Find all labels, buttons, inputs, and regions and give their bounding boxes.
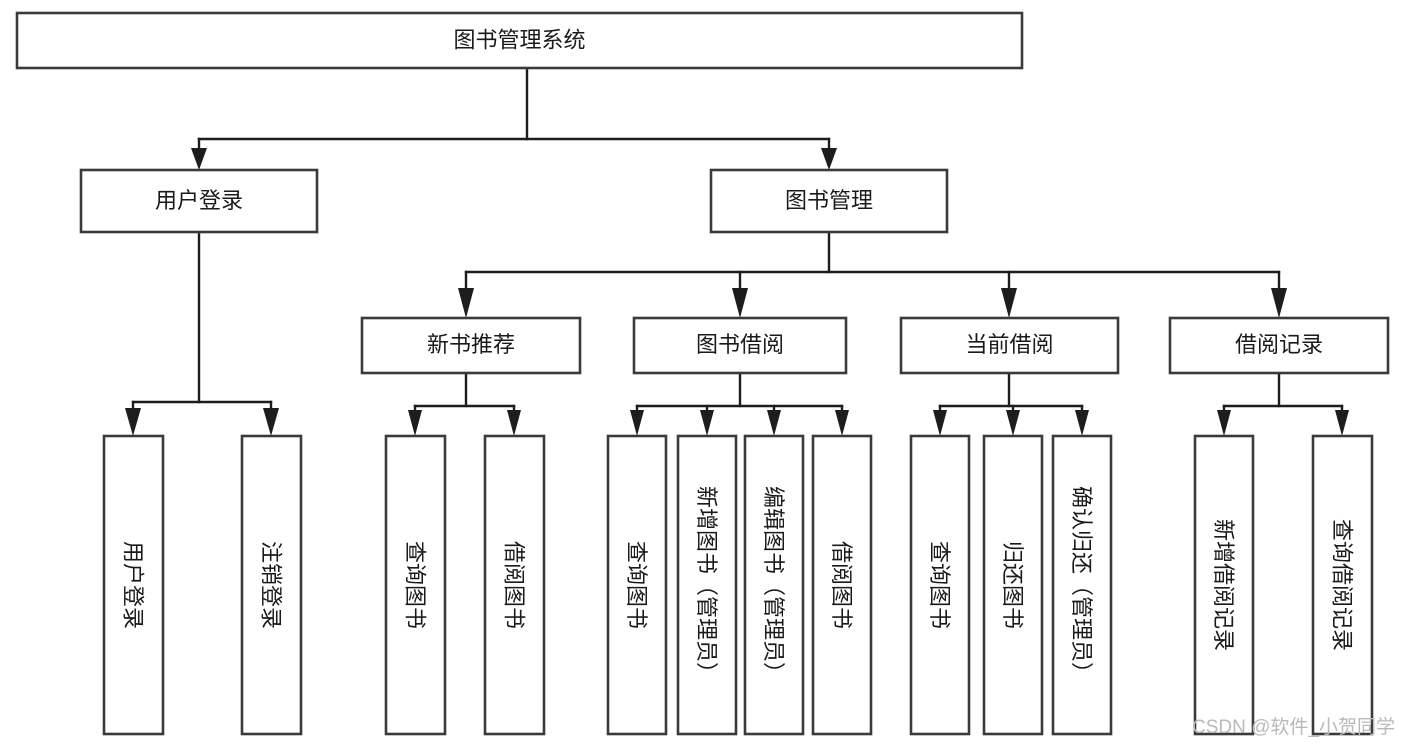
node-leaf-edit-book[interactable]: 编辑图书（管理员） xyxy=(743,434,805,736)
node-leaf-add-record[interactable]: 新增借阅记录 xyxy=(1193,434,1255,736)
node-leaf-borrow-book-label: 借阅图书 xyxy=(829,541,854,629)
node-leaf-query-book-rec-box[interactable] xyxy=(384,434,447,736)
node-current-borrow-box[interactable] xyxy=(899,316,1120,375)
node-leaf-borrow-book-box[interactable] xyxy=(811,434,873,736)
arrow-head-book-manage xyxy=(821,148,837,170)
node-root-box[interactable] xyxy=(15,11,1024,70)
node-leaf-return-book-label: 归还图书 xyxy=(1000,541,1025,629)
node-leaf-query-record-box[interactable] xyxy=(1311,434,1374,736)
node-leaf-add-book[interactable]: 新增图书（管理员） xyxy=(676,434,738,736)
node-leaf-confirm-return-box[interactable] xyxy=(1051,434,1113,736)
node-user-login[interactable]: 用户登录 xyxy=(79,168,319,234)
node-leaf-query-book-borrow-box[interactable] xyxy=(606,434,668,736)
csdn-watermark: CSDN @软件_小贺同学 xyxy=(1192,716,1395,738)
node-book-borrow-box[interactable] xyxy=(632,316,848,375)
arrow-head-leaf-query-book-cur xyxy=(933,410,947,436)
arrow-head-borrow-record xyxy=(1271,288,1287,318)
arrow-head-leaf-query-book-borrow xyxy=(630,410,644,436)
node-borrow-record[interactable]: 借阅记录 xyxy=(1168,316,1390,375)
node-leaf-borrow-book[interactable]: 借阅图书 xyxy=(811,434,873,736)
node-new-book-rec-box[interactable] xyxy=(360,316,582,375)
node-leaf-add-record-label: 新增借阅记录 xyxy=(1211,519,1236,651)
node-leaf-query-book-cur-label: 查询图书 xyxy=(927,541,952,629)
node-leaf-query-record-label: 查询借阅记录 xyxy=(1330,519,1355,651)
node-book-manage-box[interactable] xyxy=(709,168,949,234)
connector-group-current-borrow xyxy=(933,371,1089,436)
node-leaf-return-book[interactable]: 归还图书 xyxy=(982,434,1044,736)
arrow-head-user-login xyxy=(191,148,207,170)
node-root[interactable]: 图书管理系统 xyxy=(15,11,1024,70)
node-leaf-add-book-box[interactable] xyxy=(676,434,738,736)
arrow-head-leaf-query-book-rec xyxy=(408,410,422,436)
arrow-head-current-borrow xyxy=(1001,288,1017,318)
node-leaf-query-book-rec-label: 查询图书 xyxy=(403,541,428,629)
node-book-manage[interactable]: 图书管理 xyxy=(709,168,949,234)
arrow-head-leaf-logout xyxy=(263,408,279,436)
node-borrow-record-label: 借阅记录 xyxy=(1235,332,1323,357)
node-book-borrow[interactable]: 图书借阅 xyxy=(632,316,848,375)
node-borrow-record-box[interactable] xyxy=(1168,316,1390,375)
node-leaf-logout-box[interactable] xyxy=(240,434,303,736)
node-leaf-query-book-cur-box[interactable] xyxy=(909,434,971,736)
node-leaf-query-book-borrow-label: 查询图书 xyxy=(624,541,649,629)
connector-group-root xyxy=(191,66,837,170)
node-leaf-query-book-borrow[interactable]: 查询图书 xyxy=(606,434,668,736)
node-book-borrow-label: 图书借阅 xyxy=(696,332,784,357)
arrow-head-leaf-edit-book xyxy=(767,410,781,436)
node-user-login-label: 用户登录 xyxy=(155,188,243,213)
node-leaf-add-record-box[interactable] xyxy=(1193,434,1255,736)
connector-group-new-book-rec xyxy=(408,371,521,436)
connector-group-book-manage xyxy=(458,230,1287,318)
arrow-head-book-borrow xyxy=(732,288,748,318)
node-leaf-borrow-book-rec-box[interactable] xyxy=(483,434,546,736)
node-leaf-borrow-book-rec-label: 借阅图书 xyxy=(502,541,527,629)
node-leaf-query-record[interactable]: 查询借阅记录 xyxy=(1311,434,1374,736)
node-current-borrow[interactable]: 当前借阅 xyxy=(899,316,1120,375)
connector-group-book-borrow xyxy=(630,371,849,436)
node-leaf-add-book-label: 新增图书（管理员） xyxy=(694,486,719,684)
node-leaf-logout-label: 注销登录 xyxy=(259,541,284,629)
arrow-head-leaf-user-login xyxy=(125,408,141,436)
node-leaf-return-book-box[interactable] xyxy=(982,434,1044,736)
arrow-head-new-book-rec xyxy=(458,288,474,318)
arrow-head-leaf-add-book xyxy=(700,410,714,436)
arrow-head-leaf-confirm-return xyxy=(1075,410,1089,436)
node-leaf-edit-book-box[interactable] xyxy=(743,434,805,736)
node-leaf-logout[interactable]: 注销登录 xyxy=(240,434,303,736)
arrow-head-leaf-borrow-book xyxy=(835,410,849,436)
node-leaf-query-book-rec[interactable]: 查询图书 xyxy=(384,434,447,736)
node-leaf-confirm-return-label: 确认归还（管理员） xyxy=(1069,486,1094,684)
arrow-head-leaf-query-record xyxy=(1335,410,1349,436)
arrow-head-leaf-return-book xyxy=(1006,410,1020,436)
node-leaf-user-login[interactable]: 用户登录 xyxy=(102,434,165,736)
node-current-borrow-label: 当前借阅 xyxy=(965,332,1053,357)
node-root-label: 图书管理系统 xyxy=(453,27,585,52)
node-book-manage-label: 图书管理 xyxy=(785,188,873,213)
node-leaf-edit-book-label: 编辑图书（管理员） xyxy=(761,486,786,684)
node-leaf-user-login-box[interactable] xyxy=(102,434,165,736)
node-leaf-borrow-book-rec[interactable]: 借阅图书 xyxy=(483,434,546,736)
connector-group-user-login xyxy=(125,230,279,436)
node-leaf-confirm-return[interactable]: 确认归还（管理员） xyxy=(1051,434,1113,736)
node-leaf-user-login-label: 用户登录 xyxy=(121,541,146,629)
node-user-login-box[interactable] xyxy=(79,168,319,234)
arrow-head-leaf-add-record xyxy=(1217,410,1231,436)
node-new-book-rec-label: 新书推荐 xyxy=(427,332,515,357)
arrow-head-leaf-borrow-book-rec xyxy=(507,410,521,436)
node-leaf-query-book-cur[interactable]: 查询图书 xyxy=(909,434,971,736)
connector-group-borrow-record xyxy=(1217,371,1349,436)
node-new-book-rec[interactable]: 新书推荐 xyxy=(360,316,582,375)
